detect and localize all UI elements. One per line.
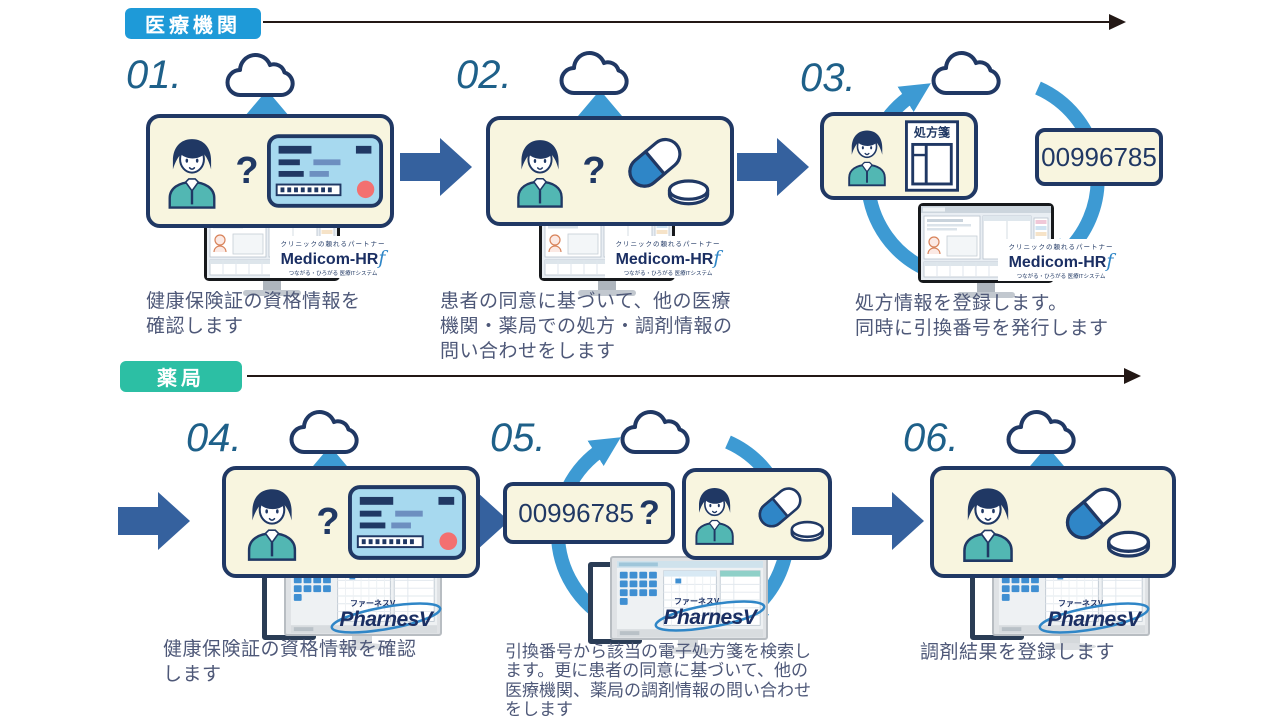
step-01-cloud-icon	[222, 46, 300, 100]
timeline-row1	[263, 14, 1126, 30]
step-05-exchange-number: 00996785 ?	[503, 482, 675, 544]
timeline-row2	[247, 368, 1141, 384]
medicom-tagline-bottom: つながる・ひろがる 医療ITシステム	[623, 270, 713, 277]
step-03-exchange-number: 00996785	[1035, 128, 1163, 186]
monitor-base	[578, 290, 636, 296]
step-04-caption: 健康保険証の資格情報を確認 します	[163, 639, 417, 686]
connector-arrow-02-03-icon	[737, 138, 809, 196]
section-badge-medical-label: 医療機関	[145, 15, 241, 37]
svg-text:処方箋: 処方箋	[913, 125, 950, 140]
section-badge-medical: 医療機関	[125, 8, 261, 39]
monitor-base	[662, 647, 714, 654]
medicom-tagline-bottom: つながる・ひろがる 医療ITシステム	[288, 270, 378, 277]
monitor-base	[957, 292, 1015, 298]
insurance-card-icon	[347, 484, 466, 560]
monitor-stand	[678, 640, 698, 648]
medicom-tagline-bottom: つながる・ひろがる 医療ITシステム	[1016, 273, 1106, 280]
question-mark: ?	[316, 501, 340, 543]
medicom-logo: クリニックの頼れるパートナー Medicom-HRf つながる・ひろがる 医療I…	[270, 236, 396, 278]
exchange-number-value: 00996785	[1041, 141, 1157, 172]
patient-icon	[517, 140, 564, 208]
question-mark: ?	[582, 150, 606, 192]
step-06-number: 06.	[903, 416, 959, 460]
step-01-caption: 健康保険証の資格情報を 確認します	[146, 291, 361, 338]
step-05-box	[682, 468, 832, 560]
step-06-cloud-icon	[1003, 403, 1081, 457]
step-05-caption: 引換番号から該当の電子処方箋を検索し ます。更に患者の同意に基づいて、他の 医療…	[505, 642, 811, 720]
monitor-base	[336, 643, 388, 650]
medicine-icon	[758, 487, 825, 542]
step-02-cloud-icon	[556, 44, 634, 98]
patient-icon	[695, 488, 734, 545]
prescription-icon: 処方箋	[905, 120, 959, 192]
step-06-caption: 調剤結果を登録します	[920, 642, 1116, 663]
pharnes-name: PharnesV	[339, 608, 433, 631]
pharnes-kana: ファーネスV	[674, 597, 720, 606]
pharnes-name: PharnesV	[663, 606, 757, 629]
patient-icon	[963, 488, 1013, 562]
section-badge-pharmacy: 薬局	[120, 361, 242, 392]
pharnes-logo: ファーネスV PharnesV	[1036, 598, 1152, 634]
step-05-monitor	[588, 556, 770, 656]
step-03-number: 03.	[800, 56, 856, 100]
pharnes-name: PharnesV	[1047, 608, 1141, 631]
connector-arrow-01-02-icon	[400, 138, 472, 196]
patient-icon	[168, 139, 216, 209]
medicom-name: Medicom-HRf	[280, 247, 386, 269]
step-02-number: 02.	[456, 53, 512, 97]
section-badge-pharmacy-label: 薬局	[157, 368, 205, 390]
medicom-tagline-top: クリニックの頼れるパートナー	[615, 241, 721, 248]
step-06-box	[930, 466, 1176, 578]
step-02-box: ?	[486, 116, 734, 226]
question-mark: ?	[638, 494, 660, 532]
step-05-cloud-icon	[617, 403, 695, 457]
medicom-logo: クリニックの頼れるパートナー Medicom-HRf つながる・ひろがる 医療I…	[998, 239, 1124, 281]
monitor-base	[243, 290, 301, 296]
step-03-caption: 処方情報を登録します。 同時に引換番号を発行します	[855, 293, 1109, 340]
patient-icon	[248, 489, 297, 561]
question-mark: ?	[235, 150, 259, 192]
timeline-row1-arrowhead-icon	[1109, 14, 1126, 30]
monitor-stand	[598, 281, 616, 290]
step-05-number: 05.	[490, 416, 546, 460]
step-03-box: 処方箋	[820, 112, 978, 200]
connector-arrow-05-06-icon	[852, 492, 924, 550]
connector-arrow-into-04-icon	[118, 492, 190, 550]
step-03-cloud-icon	[928, 44, 1006, 98]
pharnes-kana: ファーネスV	[1058, 599, 1104, 608]
pharnes-screen	[610, 556, 768, 640]
medicom-name: Medicom-HRf	[615, 247, 721, 269]
step-01-number: 01.	[126, 53, 182, 97]
insurance-card-icon	[266, 134, 383, 208]
pharnes-kana: ファーネスV	[350, 599, 396, 608]
monitor-stand	[263, 281, 281, 290]
step-04-cloud-icon	[286, 403, 364, 457]
step-02-caption: 患者の同意に基づいて、他の医療 機関・薬局での処方・調剤情報の 問い合わせをしま…	[440, 291, 733, 363]
exchange-number-value: 00996785	[518, 497, 634, 528]
monitor-stand	[352, 636, 372, 644]
medicine-icon	[627, 137, 709, 206]
step-04-box: ?	[222, 466, 480, 578]
monitor-stand	[1060, 636, 1080, 644]
timeline-row2-arrowhead-icon	[1124, 368, 1141, 384]
monitor-base	[1044, 643, 1096, 650]
pharnes-swoosh-icon	[1038, 602, 1150, 634]
pharnes-swoosh-icon	[330, 602, 442, 634]
medicine-icon	[1065, 487, 1151, 558]
monitor-stand	[977, 283, 995, 292]
medicom-tagline-top: クリニックの頼れるパートナー	[280, 241, 386, 248]
pharnes-logo: ファーネスV PharnesV	[652, 596, 768, 632]
medicom-logo: クリニックの頼れるパートナー Medicom-HRf つながる・ひろがる 医療I…	[605, 236, 731, 278]
step-04-number: 04.	[186, 416, 242, 460]
patient-icon	[848, 130, 886, 187]
medicom-name: Medicom-HRf	[1008, 250, 1114, 272]
step-01-box: ?	[146, 114, 394, 228]
pharnes-logo: ファーネスV PharnesV	[328, 598, 444, 634]
